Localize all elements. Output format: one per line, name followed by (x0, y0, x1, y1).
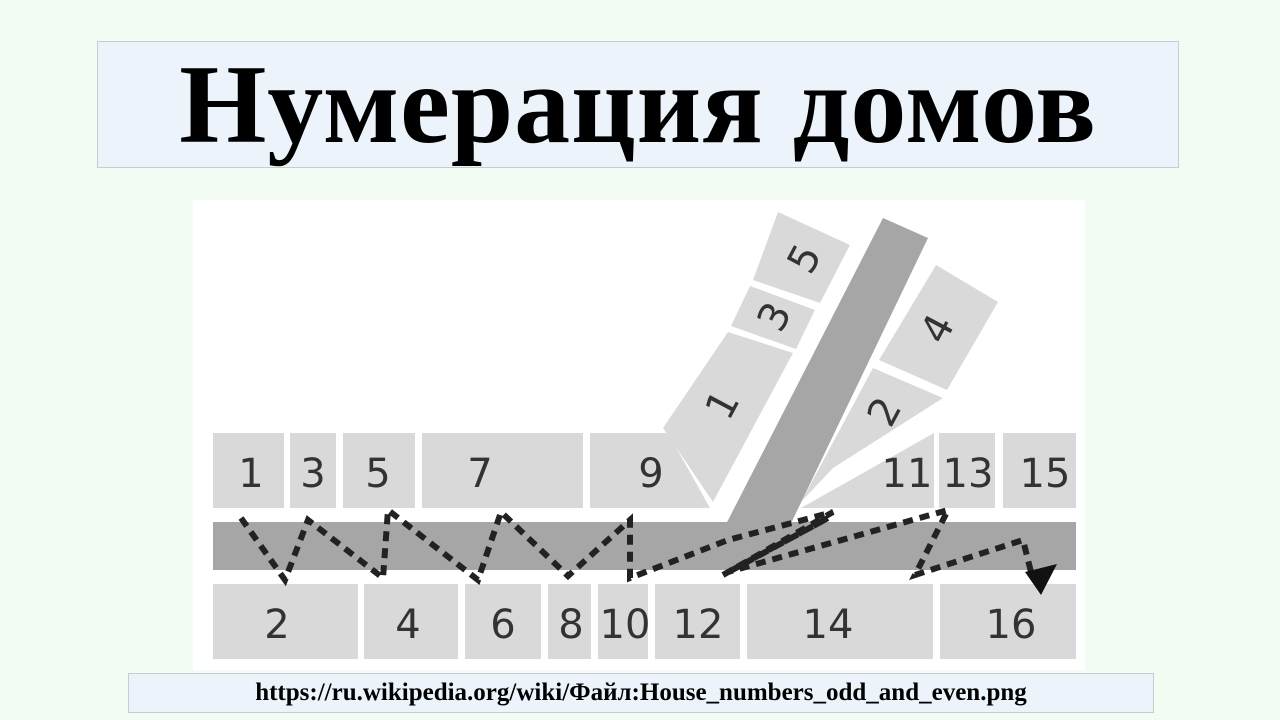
lot-odd-13 (939, 433, 995, 508)
lot-odd-3 (290, 433, 336, 508)
label-even-16: 16 (986, 602, 1037, 648)
side-street (723, 218, 928, 540)
label-odd-5: 5 (365, 451, 390, 497)
label-even-10: 10 (600, 602, 651, 648)
lot-side-odd-3 (731, 286, 815, 349)
route-arrowhead (1025, 564, 1057, 595)
label-even-2: 2 (264, 602, 289, 648)
label-even-4: 4 (395, 602, 420, 648)
lot-even-16 (940, 584, 1076, 659)
lot-odd-5 (343, 433, 415, 508)
label-even-12: 12 (673, 602, 724, 648)
diagram-canvas: 1 3 5 7 9 11 13 15 2 4 6 8 10 12 14 16 1… (213, 212, 1076, 659)
title-box: Нумерация домов (97, 41, 1179, 168)
label-odd-13: 13 (943, 451, 994, 497)
page-title: Нумерация домов (179, 42, 1097, 167)
source-url-box: https://ru.wikipedia.org/wiki/Файл:House… (128, 673, 1154, 713)
label-odd-7: 7 (467, 451, 492, 497)
lot-odd-9 (590, 433, 710, 508)
lot-even-14 (747, 584, 933, 659)
label-odd-9: 9 (638, 451, 663, 497)
label-odd-15: 15 (1020, 451, 1071, 497)
lot-odd-1 (213, 433, 284, 508)
label-odd-1: 1 (238, 451, 263, 497)
house-numbering-diagram: 1 3 5 7 9 11 13 15 2 4 6 8 10 12 14 16 1… (193, 200, 1085, 670)
label-even-14: 14 (803, 602, 854, 648)
lot-odd-11 (801, 433, 934, 508)
lot-side-odd-1 (663, 332, 793, 502)
lot-odd-7 (422, 433, 583, 508)
lot-side-odd-5 (753, 212, 850, 303)
lot-even-8 (548, 584, 591, 659)
label-even-6: 6 (490, 602, 515, 648)
lot-side-even-2 (801, 368, 943, 502)
lot-odd-15 (1003, 433, 1076, 508)
lot-even-4 (364, 584, 458, 659)
lot-even-6 (465, 584, 541, 659)
lot-even-2 (213, 584, 358, 659)
lot-even-10 (598, 584, 648, 659)
source-url[interactable]: https://ru.wikipedia.org/wiki/Файл:House… (255, 679, 1027, 706)
label-even-8: 8 (558, 602, 583, 648)
label-odd-3: 3 (300, 451, 325, 497)
numbering-route (238, 504, 1034, 587)
lot-side-even-4 (879, 265, 998, 390)
label-odd-11: 11 (882, 451, 933, 497)
lot-even-12 (655, 584, 740, 659)
